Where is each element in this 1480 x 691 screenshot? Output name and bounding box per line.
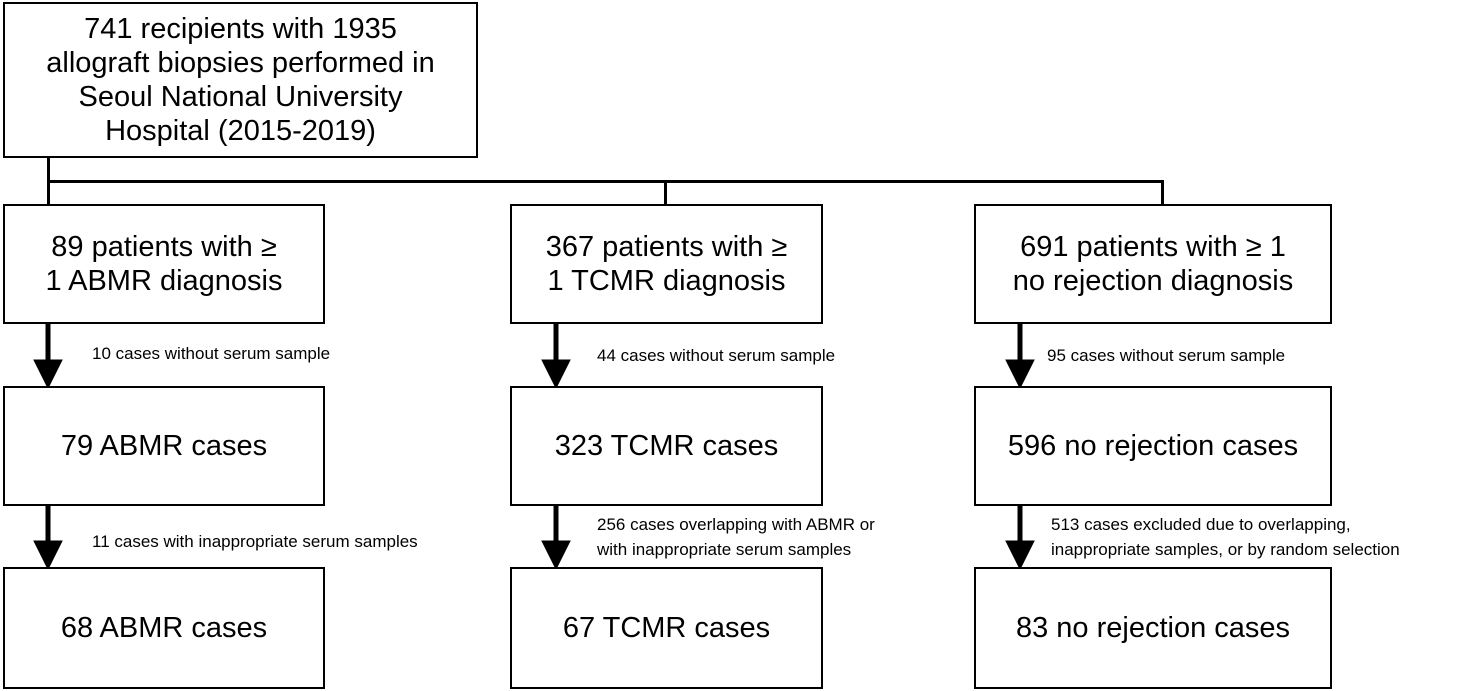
- recipients-box: 741 recipients with 1935 allograft biops…: [3, 2, 478, 158]
- abmr-diagnosis-box: 89 patients with ≥ 1 ABMR diagnosis: [3, 204, 325, 324]
- tcmr-note-2-line-1: 256 cases overlapping with ABMR or: [597, 515, 875, 534]
- tcmr-diagnosis-line-2: 1 TCMR diagnosis: [547, 265, 786, 297]
- norej-note-2-line-1: 513 cases excluded due to overlapping,: [1051, 515, 1351, 534]
- abmr-diagnosis-line-1: 89 patients with ≥: [51, 231, 277, 263]
- norej-final-label: 83 no rejection cases: [1015, 612, 1291, 644]
- tcmr-diagnosis-box: 367 patients with ≥ 1 TCMR diagnosis: [510, 204, 823, 324]
- abmr-cases-box: 79 ABMR cases: [3, 386, 325, 506]
- recipients-line-2: allograft biopsies performed in: [46, 47, 435, 79]
- horizontal-branch-line: [47, 180, 1164, 183]
- norej-diagnosis-line-2: no rejection diagnosis: [1012, 265, 1294, 297]
- recipients-line-1: 741 recipients with 1935: [84, 13, 397, 45]
- recipients-line-3: Seoul National University: [78, 81, 403, 113]
- branch-line-no-rejection: [1161, 180, 1164, 206]
- norej-cases-box: 596 no rejection cases: [974, 386, 1332, 506]
- tcmr-note-2-line-2: with inappropriate serum samples: [597, 540, 852, 559]
- arrow-norej-2: [1005, 505, 1035, 571]
- branch-line-tcmr: [664, 180, 667, 206]
- norej-final-box: 83 no rejection cases: [974, 567, 1332, 689]
- abmr-cases-label: 79 ABMR cases: [60, 430, 268, 462]
- abmr-note-1: 10 cases without serum sample: [92, 344, 331, 363]
- arrow-abmr-1: [33, 323, 63, 390]
- abmr-final-box: 68 ABMR cases: [3, 567, 325, 689]
- tcmr-note-1: 44 cases without serum sample: [597, 346, 836, 365]
- tcmr-diagnosis-line-1: 367 patients with ≥: [545, 231, 788, 263]
- abmr-final-label: 68 ABMR cases: [60, 612, 268, 644]
- tcmr-cases-box: 323 TCMR cases: [510, 386, 823, 506]
- abmr-note-2: 11 cases with inappropriate serum sample…: [92, 532, 418, 551]
- tcmr-final-box: 67 TCMR cases: [510, 567, 823, 689]
- tcmr-cases-label: 323 TCMR cases: [554, 430, 779, 462]
- norej-diagnosis-line-1: 691 patients with ≥ 1: [1020, 231, 1286, 263]
- recipients-line-4: Hospital (2015-2019): [105, 115, 376, 147]
- norej-note-2-line-2: inappropriate samples, or by random sele…: [1051, 540, 1400, 559]
- tcmr-final-label: 67 TCMR cases: [562, 612, 771, 644]
- norej-cases-label: 596 no rejection cases: [1007, 430, 1299, 462]
- norej-note-1: 95 cases without serum sample: [1047, 346, 1286, 365]
- norej-diagnosis-box: 691 patients with ≥ 1 no rejection diagn…: [974, 204, 1332, 324]
- abmr-diagnosis-line-2: 1 ABMR diagnosis: [45, 265, 283, 297]
- arrow-tcmr-1: [541, 323, 571, 390]
- arrow-tcmr-2: [541, 505, 571, 571]
- arrow-abmr-2: [33, 505, 63, 571]
- arrow-norej-1: [1005, 323, 1035, 390]
